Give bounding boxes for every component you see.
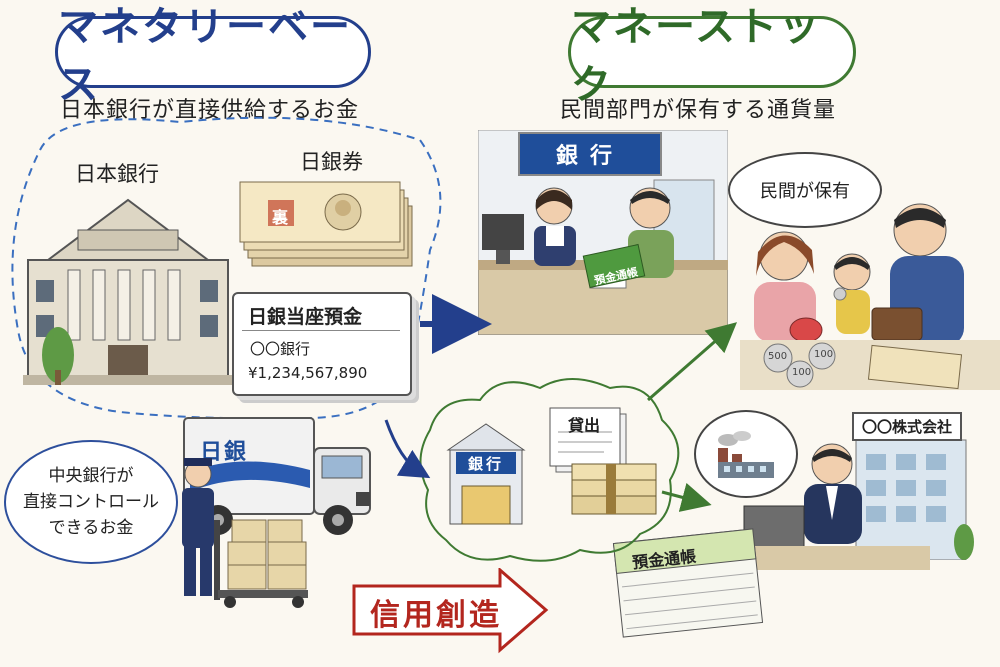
coin-100-b: 100 (792, 367, 812, 378)
factory-icon (718, 431, 774, 478)
deposit-card-bank: 〇〇銀行 (250, 340, 311, 358)
arrow-to-household (647, 322, 738, 402)
boj-building-illustration (23, 198, 233, 385)
coin-500: 500 (768, 351, 788, 362)
loan-money-stack (571, 463, 657, 515)
arrow-to-company (661, 482, 712, 512)
family-scene (740, 203, 1000, 390)
bubble-line-1: 中央銀行が (48, 466, 134, 486)
company-building (855, 439, 974, 560)
bubble-line-3: できるお金 (48, 518, 134, 538)
office-worker-illustration (740, 443, 930, 570)
note-stamp: 裏 (272, 208, 289, 227)
boj-current-account-card: 日銀当座預金 〇〇銀行 ¥1,234,567,890 (232, 292, 412, 396)
coins-illustration (763, 342, 836, 388)
credit-creation-label: 信用創造 (370, 598, 502, 633)
household-bubble: 民間が保有 (728, 152, 882, 228)
armored-truck-illustration (183, 417, 371, 535)
loan-label: 貸出 (568, 416, 601, 435)
coin-100-a: 100 (814, 349, 834, 360)
company-sign: 〇〇株式会社 (852, 412, 963, 441)
deposit-card-amount: ¥1,234,567,890 (248, 364, 368, 382)
deposit-card-divider (242, 330, 400, 331)
credit-creation-arrow (352, 568, 549, 654)
lending-bank-sign: 銀行 (456, 452, 516, 474)
central-bank-bubble: 中央銀行が 直接コントロール できるお金 (4, 440, 178, 564)
notes-label: 日銀券 (300, 150, 363, 174)
loan-documents-illustration (549, 407, 627, 473)
arrow-to-lending-bank (384, 419, 431, 479)
deposit-card-title: 日銀当座預金 (248, 306, 363, 328)
passbook-illustration (612, 528, 764, 638)
bank-counter-sign: 銀行 (518, 132, 662, 176)
banknote-stack-illustration (239, 181, 413, 267)
guard-with-cart-illustration (182, 458, 308, 608)
money-stock-subtitle: 民間部門が保有する通貨量 (560, 98, 837, 123)
bubble-line-2: 直接コントロール (23, 492, 159, 512)
factory-bubble (694, 410, 798, 498)
boj-label: 日本銀行 (75, 162, 159, 186)
monetary-base-subtitle: 日本銀行が直接供給するお金 (60, 98, 360, 123)
